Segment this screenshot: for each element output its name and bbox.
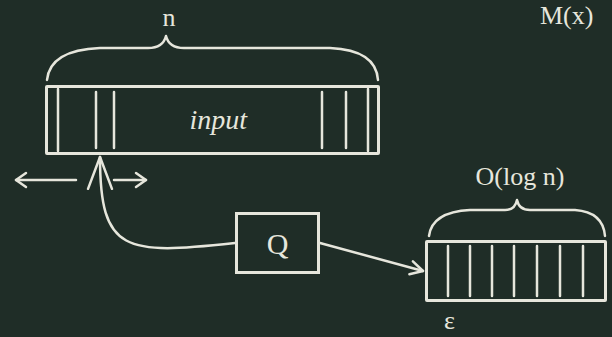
work-brace [429,200,605,236]
state-label: Q [267,227,289,260]
length-label: n [163,4,176,33]
board-note: M(x) [540,2,593,31]
work-cells [448,246,583,296]
input-brace [47,36,378,80]
input-cells [58,89,368,151]
arrow-connector [88,157,235,248]
tape-symbol: ε [444,307,455,336]
head-move-arrows [16,173,146,187]
tape-text: input [189,105,247,136]
arrow-connector [320,243,423,274]
tape-box: ninput [45,85,380,155]
state-box: Q [235,212,320,274]
space-bound-label: O(log n) [476,163,565,192]
tape-box: O(log n)ε [425,240,607,302]
